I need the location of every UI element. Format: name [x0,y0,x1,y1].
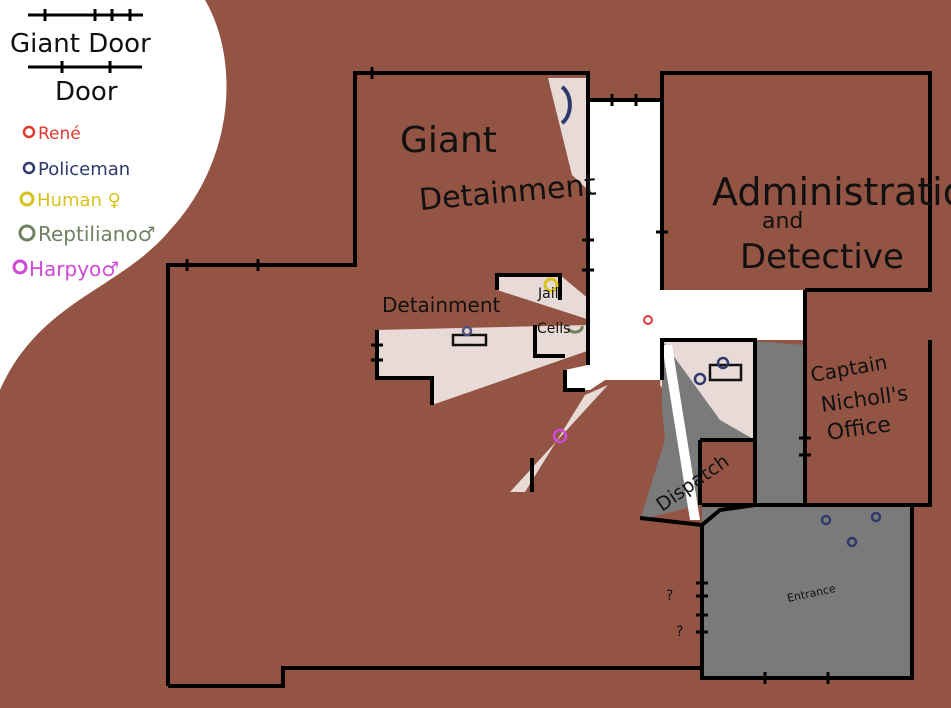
harpyo-marker [552,428,568,444]
rene-marker [643,315,653,325]
door-markers [185,67,830,684]
unknown-room-label: ? [666,588,673,604]
giant-policeman-marker-icon [560,85,572,125]
human-marker [543,277,559,293]
walls [166,71,932,688]
room-label-office: Office [825,412,892,446]
reptiliano-marker [566,325,584,334]
legend-policeman: Policeman [38,159,130,180]
room-label-captain: Captain [809,350,889,387]
giant-door-legend-icon [28,9,143,21]
room-label-detective: Detective [740,237,904,277]
policeman-marker [716,356,730,370]
policeman-marker-icon [22,161,36,175]
legend-reptiliano: Reptiliano♂ [38,222,156,246]
character-markers [461,277,882,548]
room-label-nicholls: Nicholl's [819,381,909,417]
legend-rene: René [38,124,81,144]
human-marker-icon [19,191,35,207]
room-label-jail: Jail [537,286,559,302]
door-legend-icon [28,61,142,73]
reptiliano-marker-icon [18,224,36,242]
harpyo-marker-icon [12,259,28,275]
room-label-cells: Cells [537,321,570,337]
policeman-marker [846,536,858,548]
policeman-marker [461,325,473,337]
unknown-room-label: ? [676,624,683,640]
legend-harpyo: Harpyo♂ [29,257,119,281]
rene-marker-icon [22,125,36,139]
room-label-detainment: Detainment [382,293,500,317]
policeman-marker [870,511,882,523]
policeman-marker [693,372,707,386]
room-label-and: and [762,209,803,234]
legend-human: Human ♀ [37,190,121,211]
character-legend: René Policeman Human ♀ Reptiliano♂ Harpy… [12,124,156,281]
giant-door-legend-label: Giant Door [10,29,151,59]
door-legend-label: Door [55,77,118,107]
policeman-marker [820,514,832,526]
desk-icon [708,363,743,382]
legend-background [0,0,227,390]
room-label-administration: Administration [712,170,951,214]
room-label-detainment-giant: Detainment [418,168,598,218]
room-label-giant: Giant [400,120,497,161]
